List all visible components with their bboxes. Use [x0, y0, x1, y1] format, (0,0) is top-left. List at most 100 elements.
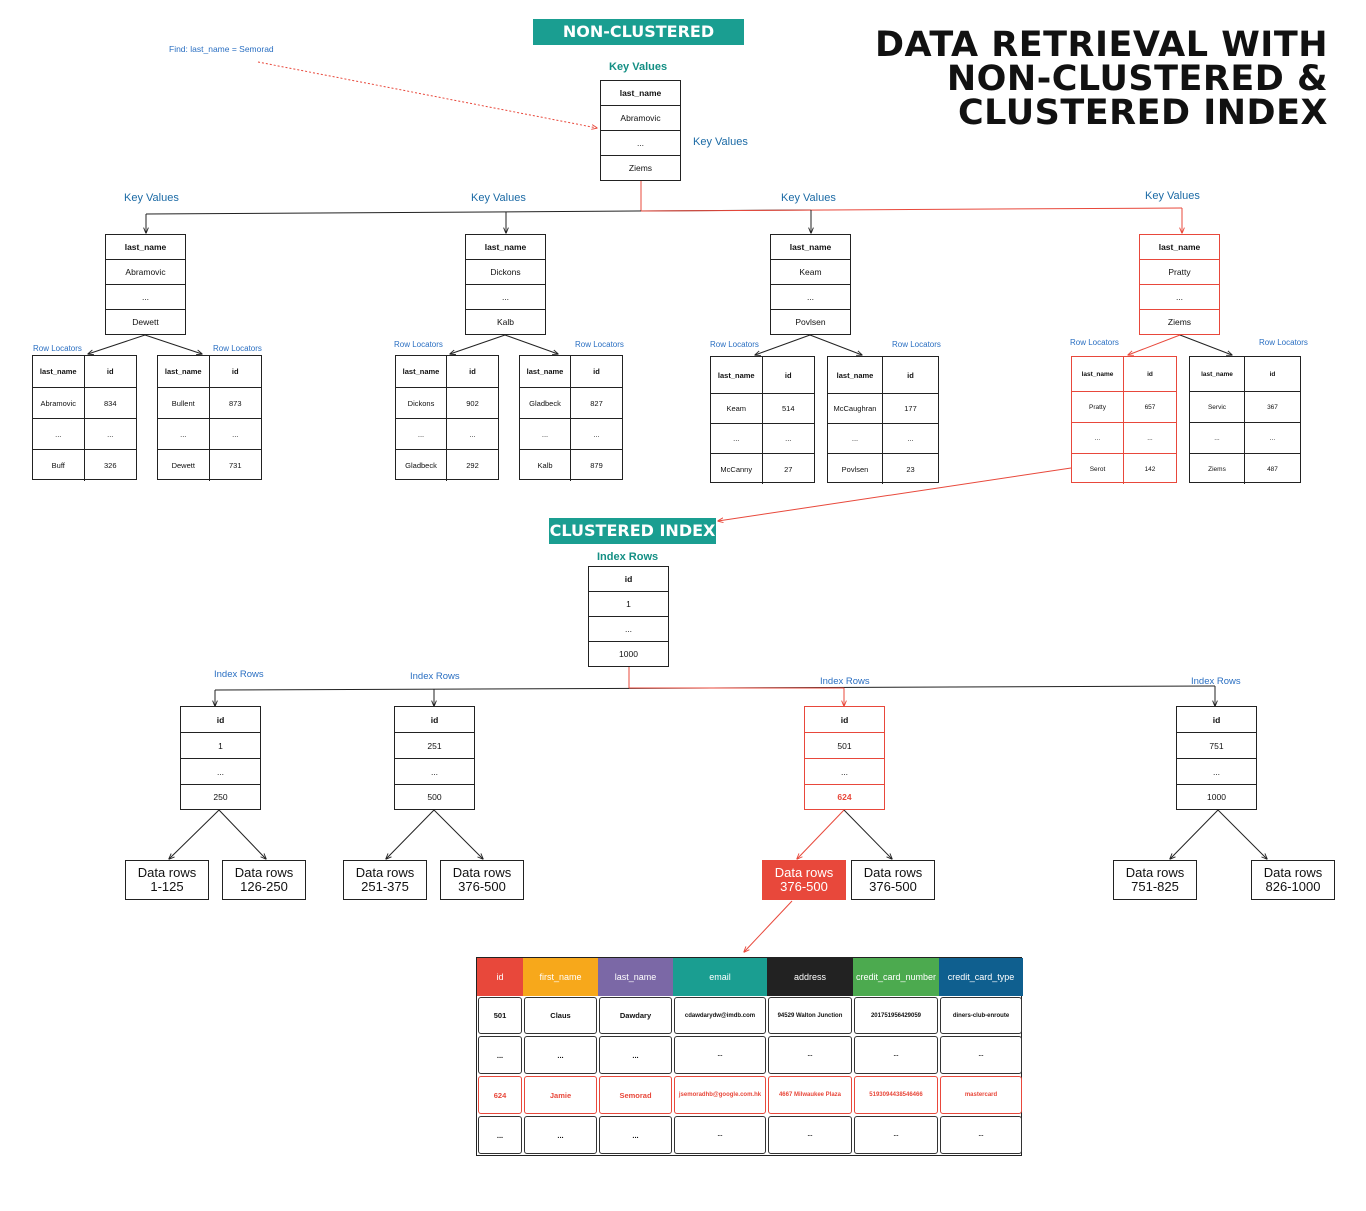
key-values-label-3: Key Values [781, 192, 836, 204]
node-cell: 1 [589, 592, 668, 617]
table-cell: ... [940, 1116, 1022, 1154]
nc-split-1a [88, 334, 146, 354]
table-cell: 4667 Milwaukee Plaza [768, 1076, 852, 1114]
column-header-first-name: first_name [523, 958, 598, 996]
data-rows-7: Data rows 751-825 [1113, 860, 1197, 900]
leaf-cell: last_name [711, 357, 763, 394]
leaf-cell: ... [1190, 423, 1245, 454]
nc-split-2b [504, 334, 558, 354]
index-rows-label-2: Index Rows [410, 671, 460, 682]
leaf-cell: Dickons [396, 388, 447, 419]
table-cell: ... [674, 1036, 766, 1074]
table-cell: Claus [524, 997, 597, 1034]
table-cell: ... [599, 1116, 672, 1154]
leaf-cell: Servic [1190, 392, 1245, 423]
node-cell: ... [601, 131, 680, 156]
node-cell: 501 [805, 733, 884, 759]
node-cell: ... [771, 285, 850, 310]
leaf-cell: ... [883, 424, 938, 454]
data-rows-title: Data rows [452, 865, 512, 880]
leaf-cell: ... [1072, 423, 1124, 454]
ci-split-3b [843, 809, 892, 859]
node-cell: 251 [395, 733, 474, 759]
row-locators-label-6: Row Locators [892, 340, 941, 349]
key-values-label-side: Key Values [693, 136, 748, 148]
leaf-cell: id [762, 357, 814, 394]
nc-split-2a [450, 334, 506, 354]
row-locators-label-4: Row Locators [575, 340, 624, 349]
node-cell: ... [589, 617, 668, 642]
data-rows-title: Data rows [774, 865, 834, 880]
leaf-cell: 879 [590, 461, 603, 470]
index-rows-label-1: Index Rows [214, 669, 264, 680]
node-cell: Ziems [1167, 317, 1192, 327]
leaf-cell: id [209, 356, 261, 388]
node-cell-highlight: 624 [837, 792, 852, 802]
data-rows-range: 1-125 [150, 879, 184, 894]
leaf-cell: last_name [1190, 357, 1245, 392]
data-rows-range: 826-1000 [1265, 879, 1321, 894]
nc-hbar-red [640, 207, 1183, 212]
index-rows-label-3: Index Rows [820, 676, 870, 687]
table-cell: ... [478, 1036, 522, 1074]
data-rows-range: 376-500 [780, 879, 828, 894]
leaf-cell: 142 [1144, 465, 1156, 473]
node-cell: 500 [427, 792, 442, 802]
leaf-cell: 27 [784, 464, 793, 474]
node-cell: Keam [771, 260, 850, 285]
node-cell: last_name [601, 81, 680, 106]
node-cell: last_name [466, 235, 545, 260]
leaf-cell: McCaughran [828, 394, 883, 424]
row-locators-label-8: Row Locators [1259, 338, 1308, 347]
ci-split-4b [1217, 809, 1267, 859]
leaf-cell: id [1245, 357, 1300, 392]
node-cell: 1000 [1207, 792, 1226, 802]
nc-leaf-4: last_name id Gladbeck 827 ... ... Kalb 8… [519, 355, 623, 481]
data-rows-2: Data rows 126-250 [222, 860, 306, 900]
leaf-cell: Ziems [1190, 454, 1245, 484]
node-cell: last_name [771, 235, 850, 260]
node-cell: ... [1177, 759, 1256, 785]
leaf-cell: McCanny [711, 454, 763, 484]
ci-mid-node-1: id 1 ... 250 [180, 706, 261, 810]
nc-split-4b [1179, 334, 1232, 355]
table-cell: 501 [478, 997, 522, 1034]
leaf-cell: last_name [828, 357, 883, 394]
column-header-credit-card-number: credit_card_number [853, 958, 939, 996]
data-rows-range: 126-250 [240, 879, 288, 894]
data-rows-3: Data rows 251-375 [343, 860, 427, 900]
table-cell: diners-club-enroute [940, 997, 1022, 1034]
nc-split-1b [144, 334, 202, 354]
data-rows-title: Data rows [137, 865, 197, 880]
leaf-cell: ... [158, 419, 210, 450]
table-cell: 624 [478, 1076, 522, 1114]
nc-split-3a [755, 334, 811, 355]
data-rows-range: 376-500 [869, 879, 917, 894]
column-header-last-name: last_name [598, 958, 673, 996]
node-cell: Abramovic [106, 260, 185, 285]
leaf-cell: 731 [228, 461, 242, 470]
ci-mid-node-2: id 251 ... 500 [394, 706, 475, 810]
nonclustered-banner: NON-CLUSTERED INDEX [533, 19, 744, 67]
main-title-line-1: DATA RETRIEVAL WITH [874, 25, 1328, 65]
ci-root-node: id 1 ... 1000 [588, 566, 669, 667]
table-cell: mastercard [940, 1076, 1022, 1114]
node-cell: ... [106, 285, 185, 310]
leaf-cell: Bullent [158, 388, 210, 419]
table-cell: 94529 Walton Junction [768, 997, 852, 1034]
data-rows-range: 251-375 [361, 879, 409, 894]
nc-leaf-3: last_name id Dickons 902 ... ... Gladbec… [395, 355, 499, 481]
datarow-to-table [744, 900, 793, 952]
node-cell: 1 [181, 733, 260, 759]
leaf-cell: id [1124, 357, 1176, 392]
index-rows-label-root: Index Rows [597, 551, 659, 563]
table-cell: cdawdarydw@imdb.com [674, 997, 766, 1034]
table-cell: ... [524, 1036, 597, 1074]
leaf-cell: id [84, 356, 136, 388]
data-rows-title: Data rows [1125, 865, 1185, 880]
leaf-cell: ... [762, 424, 814, 454]
leaf-cell: 873 [209, 388, 261, 419]
leaf-cell: last_name [1072, 357, 1124, 392]
nc-mid-node-1: last_name Abramovic ... Dewett [105, 234, 186, 335]
